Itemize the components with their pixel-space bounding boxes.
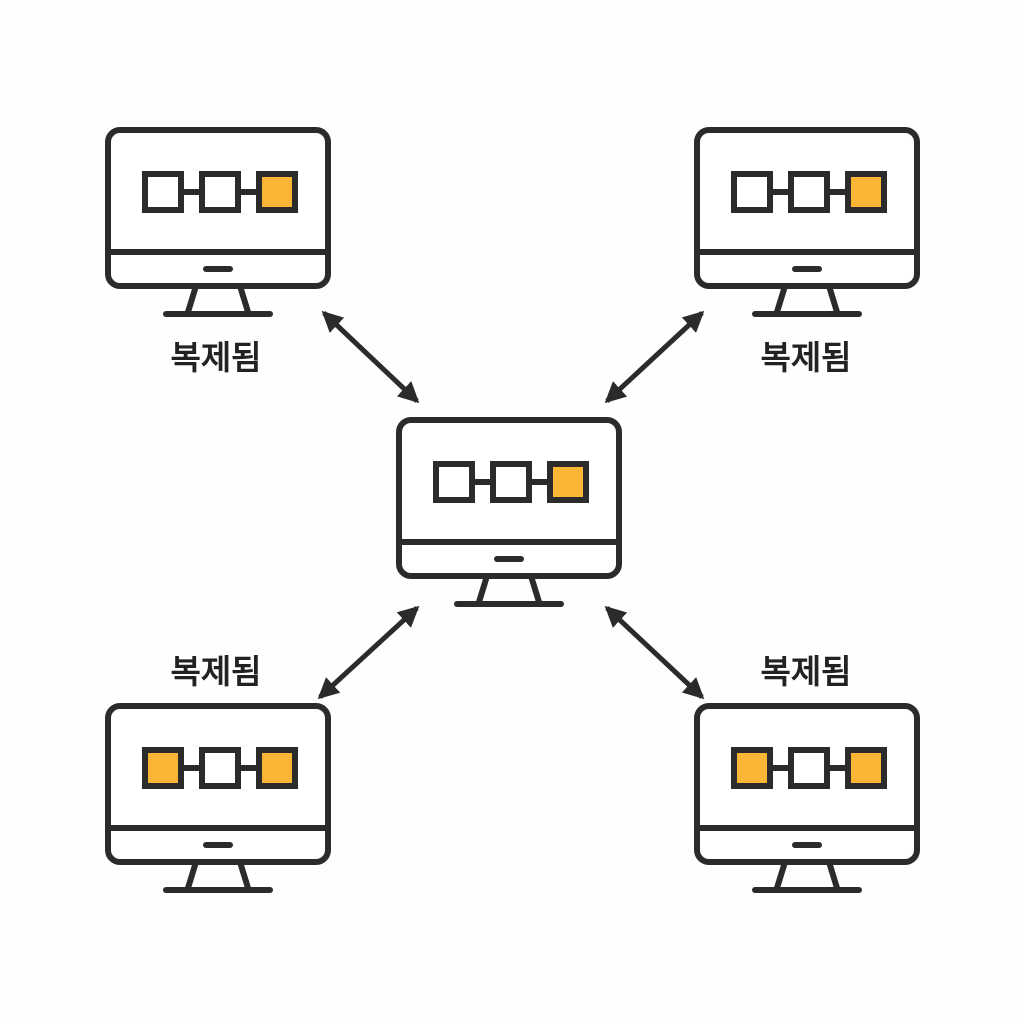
data-block-filled bbox=[256, 747, 298, 789]
replica-label-top-right: 복제됨 bbox=[760, 338, 851, 377]
replica-label-top-left: 복제됨 bbox=[170, 338, 261, 377]
arrow-bottom-right bbox=[604, 605, 705, 700]
data-block-empty bbox=[731, 171, 773, 213]
data-block-empty bbox=[199, 171, 241, 213]
data-block-empty bbox=[433, 461, 475, 503]
monitor-stand bbox=[185, 283, 251, 315]
replica-monitor-bottom-right bbox=[694, 703, 920, 893]
replica-label-bottom-left: 복제됨 bbox=[170, 652, 261, 691]
data-block-filled bbox=[256, 171, 298, 213]
data-block-empty bbox=[142, 171, 184, 213]
data-block-empty bbox=[788, 747, 830, 789]
replica-monitor-top-left bbox=[105, 127, 331, 317]
data-block-filled bbox=[731, 747, 773, 789]
data-block-filled bbox=[547, 461, 589, 503]
monitor-stand bbox=[476, 573, 542, 605]
replica-labels: 복제됨 복제됨 복제됨 복제됨 bbox=[170, 338, 851, 691]
data-block-empty bbox=[490, 461, 532, 503]
data-block-empty bbox=[788, 171, 830, 213]
data-block-filled bbox=[142, 747, 184, 789]
arrow-top-left bbox=[321, 310, 420, 404]
monitor-stand bbox=[185, 859, 251, 891]
replica-label-bottom-right: 복제됨 bbox=[760, 652, 851, 691]
monitors bbox=[105, 127, 920, 893]
arrow-bottom-left bbox=[317, 605, 420, 700]
replica-monitor-bottom-left bbox=[105, 703, 331, 893]
data-block-empty bbox=[199, 747, 241, 789]
data-block-filled bbox=[845, 171, 887, 213]
center-monitor bbox=[396, 417, 622, 607]
arrow-top-right bbox=[604, 310, 705, 404]
monitor-stand bbox=[774, 859, 840, 891]
data-block-filled bbox=[845, 747, 887, 789]
connection-arrows bbox=[317, 310, 705, 700]
monitor-stand bbox=[774, 283, 840, 315]
replica-monitor-top-right bbox=[694, 127, 920, 317]
